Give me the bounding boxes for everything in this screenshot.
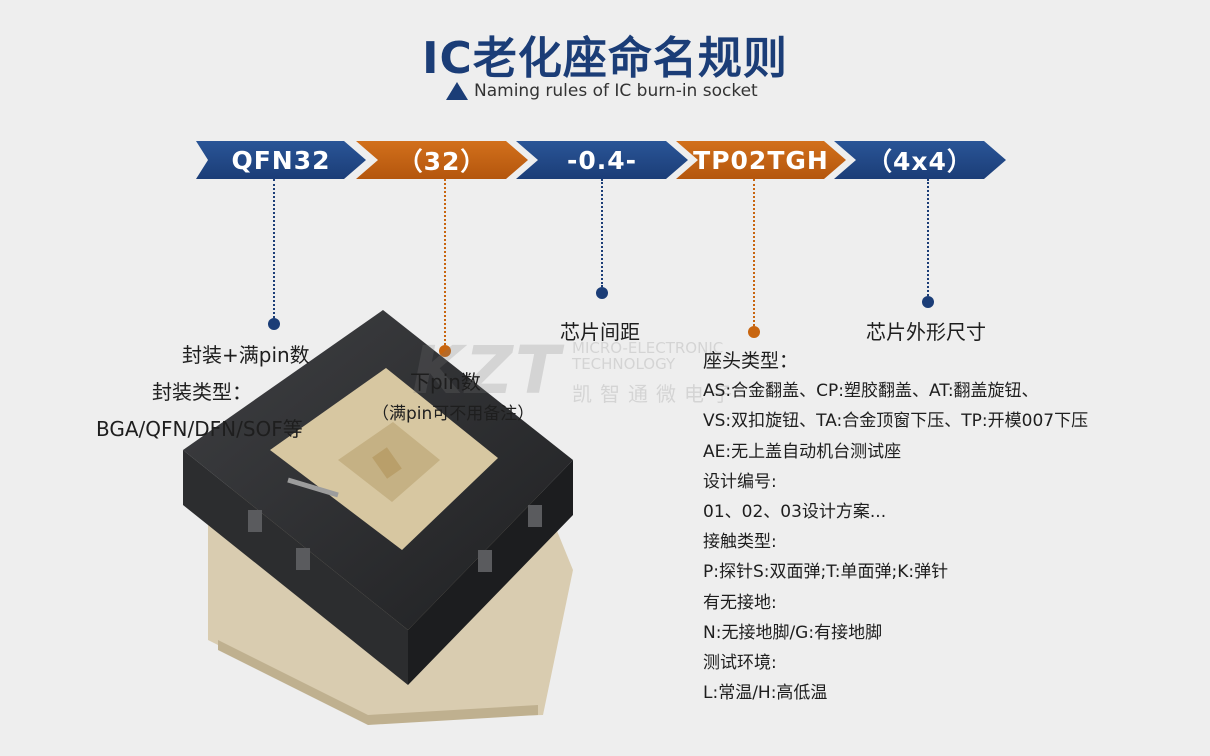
segment-lower-pin-text: （32） [397,147,487,176]
watermark-line2: TECHNOLOGY [572,355,676,373]
triangle-icon [446,82,468,100]
watermark-cn: 凯智通微电子 [572,382,741,406]
segment-lower-pin: （32） [356,141,528,179]
list-item: 01、02、03设计方案... [703,502,887,523]
watermark-logo: KZT [412,332,563,409]
segment-chip-size-text: （4x4） [867,147,973,176]
socket-head-list: 座头类型： AS:合金翻盖、CP:塑胶翻盖、AT:翻盖旋钮、 VS:双扣旋钮、T… [703,346,1088,708]
list-item: L:常温/H:高低温 [703,683,828,704]
list-item: 设计编号: [703,471,777,492]
label-chip-pitch: 芯片间距 [560,320,640,344]
connector-line-lower-pin [444,179,446,345]
list-item: N:无接地脚/G:有接地脚 [703,622,883,643]
segment-chip-size: （4x4） [834,141,1006,179]
chip-pad [372,447,402,479]
socket-head-title: 座头类型： [703,350,799,372]
segment-pitch: -0.4- [516,141,688,179]
socket-pin-rod [287,477,339,498]
segment-socket-head-text: TP02TGH [693,145,829,175]
label-lower-pin: 下pin数 [410,370,481,394]
frame-slot [528,505,542,527]
subtitle-row: Naming rules of IC burn-in socket [446,78,758,104]
connector-dot-chip-size [922,296,934,308]
connector-line-package [273,179,275,318]
list-item: P:探针S:双面弹;T:单面弹;K:弹针 [703,562,949,583]
segment-socket-head: TP02TGH [676,141,846,179]
connector-line-socket-head [753,179,755,326]
label-package-type-title: 封装类型： [152,380,252,404]
list-item: 接触类型: [703,532,777,553]
label-package-pins: 封装+满pin数 [182,343,310,367]
label-chip-size: 芯片外形尺寸 [866,320,986,344]
label-package-type-values: BGA/QFN/DFN/SOF等 [96,417,303,441]
socket-base-edge [218,640,538,725]
connector-dot-package [268,318,280,330]
frame-slot [296,548,310,570]
segment-package: QFN32 [196,141,366,179]
socket-frame-left [183,450,408,685]
watermark-text-block: MICRO-ELECTRONIC TECHNOLOGY 凯智通微电子 [572,336,740,407]
list-item: AE:无上盖自动机台测试座 [703,441,902,462]
connector-dot-socket-head [748,326,760,338]
frame-slot [478,550,492,572]
connector-dot-lower-pin [439,345,451,357]
list-item: VS:双扣旋钮、TA:合金顶窗下压、TP:开模007下压 [703,411,1089,432]
list-item: AS:合金翻盖、CP:塑胶翻盖、AT:翻盖旋钮、 [703,381,1039,402]
socket-image [183,310,573,725]
watermark: KZT MICRO-ELECTRONIC TECHNOLOGY 凯智通微电子 [412,336,740,407]
list-item: 有无接地: [703,592,777,613]
connector-line-chip-size [927,179,929,296]
list-item: 测试环境: [703,653,777,674]
connector-dot-pitch [596,287,608,299]
page-subtitle: Naming rules of IC burn-in socket [474,81,758,101]
connector-line-pitch [601,179,603,287]
segment-package-text: QFN32 [231,145,331,175]
label-lower-pin-note: （满pin可不用备注） [372,404,535,424]
page-title: IC老化座命名规则 [422,33,788,84]
frame-slot [248,510,262,532]
watermark-line1: MICRO-ELECTRONIC [572,339,724,357]
segment-pitch-text: -0.4- [566,145,638,175]
